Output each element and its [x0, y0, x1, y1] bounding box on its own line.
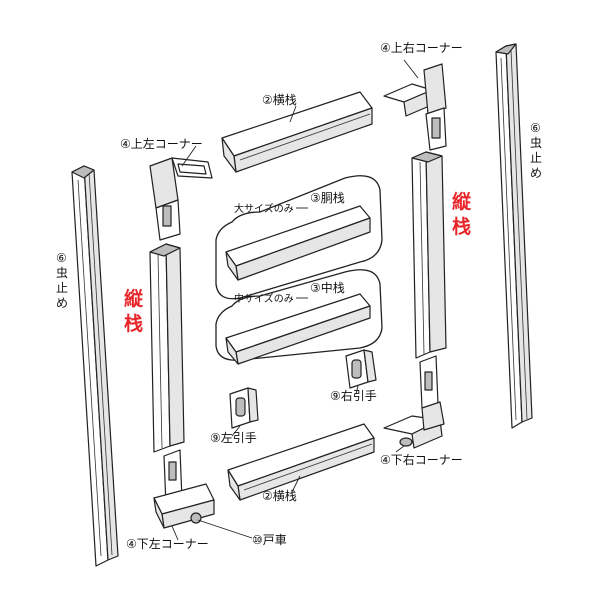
- vertical-frame-right-label: 縦 栈: [452, 190, 472, 238]
- svg-text:め: め: [530, 166, 542, 180]
- svg-text:止: 止: [56, 281, 68, 295]
- upper-left-corner-label: ④上左コーナー: [120, 136, 203, 151]
- large-size-only-label: 大サイズのみ: [234, 202, 294, 215]
- lower-right-corner-label: ④下右コーナー: [380, 452, 463, 467]
- svg-text:め: め: [56, 296, 68, 310]
- svg-text:⑥: ⑥: [56, 251, 67, 265]
- svg-text:縦: 縦: [452, 190, 472, 213]
- medium-size-bubble: [215, 269, 383, 361]
- insect-stop-left-label: ⑥ 虫 止 め: [56, 251, 68, 310]
- left-handle-label: ⑨左引手: [210, 430, 257, 445]
- lower-left-corner-part: [153, 449, 215, 529]
- svg-text:縦: 縦: [124, 287, 144, 310]
- svg-text:虫: 虫: [56, 266, 68, 280]
- upper-left-corner-part: [149, 157, 213, 241]
- vertical-frame-right-part: [411, 151, 447, 359]
- svg-text:虫: 虫: [530, 136, 542, 150]
- right-handle-part: [345, 349, 377, 389]
- lower-right-corner-part: [383, 355, 445, 449]
- bottom-rail-part: [227, 423, 375, 501]
- mid-rail-large-label: ③胴栈: [310, 190, 345, 205]
- bottom-rail-label: ②横栈: [262, 488, 297, 503]
- upper-right-corner-label: ④上右コーナー: [380, 40, 463, 55]
- svg-text:栈: 栈: [452, 215, 471, 238]
- door-roller-label: ⑩戸車: [252, 533, 287, 547]
- right-handle-label: ⑨右引手: [330, 388, 377, 403]
- medium-size-only-label: 中サイズのみ: [234, 292, 294, 305]
- mid-rail-medium-label: ③中栈: [310, 280, 345, 295]
- mid-rail-medium-part: [225, 293, 371, 365]
- top-rail-part: [221, 91, 373, 173]
- top-rail-label: ②横栈: [262, 92, 297, 107]
- upper-right-corner-part: [383, 63, 447, 151]
- vertical-frame-left-part: [149, 243, 185, 453]
- lower-left-corner-label: ④下左コーナー: [126, 536, 209, 551]
- insect-stop-right-part: [495, 43, 533, 429]
- svg-text:⑥: ⑥: [530, 121, 541, 135]
- insect-stop-right-label: ⑥ 虫 止 め: [530, 121, 542, 180]
- svg-text:止: 止: [530, 151, 542, 165]
- vertical-frame-left-label: 縦 栈: [124, 287, 144, 335]
- left-handle-part: [229, 387, 259, 429]
- svg-text:栈: 栈: [124, 312, 143, 335]
- large-size-bubble: [215, 175, 383, 300]
- insect-stop-left-part: [71, 165, 119, 567]
- mid-rail-large-part: [225, 205, 371, 281]
